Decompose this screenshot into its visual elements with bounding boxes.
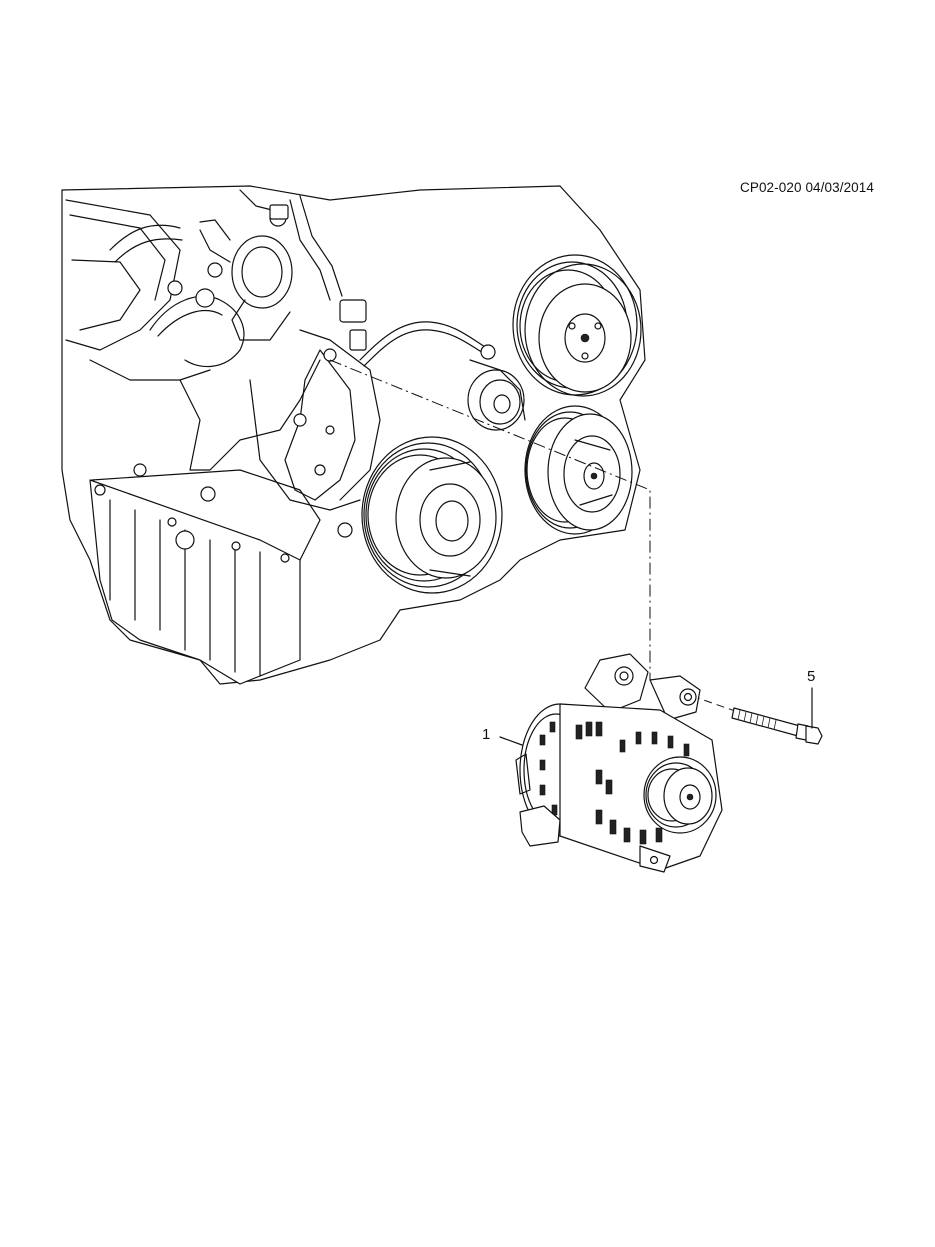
throttle-body (199, 219, 293, 341)
callout-number-bolt: 5 (807, 668, 816, 685)
drawing-code-label: CP02-020 04/03/2014 (740, 180, 875, 195)
alternator (515, 653, 723, 873)
engine-block-illustration (61, 185, 646, 685)
callout-number-alternator: 1 (482, 726, 491, 743)
bolt-alignment-leader (691, 695, 739, 713)
compressor-pulley (524, 405, 633, 535)
alignment-leader-upper (329, 359, 651, 680)
water-pump-pulley (512, 254, 642, 397)
callout-1-leader (499, 736, 523, 746)
mounting-bolt (731, 707, 823, 745)
idler-pulley (467, 359, 526, 431)
crankshaft-pulley (361, 436, 503, 594)
